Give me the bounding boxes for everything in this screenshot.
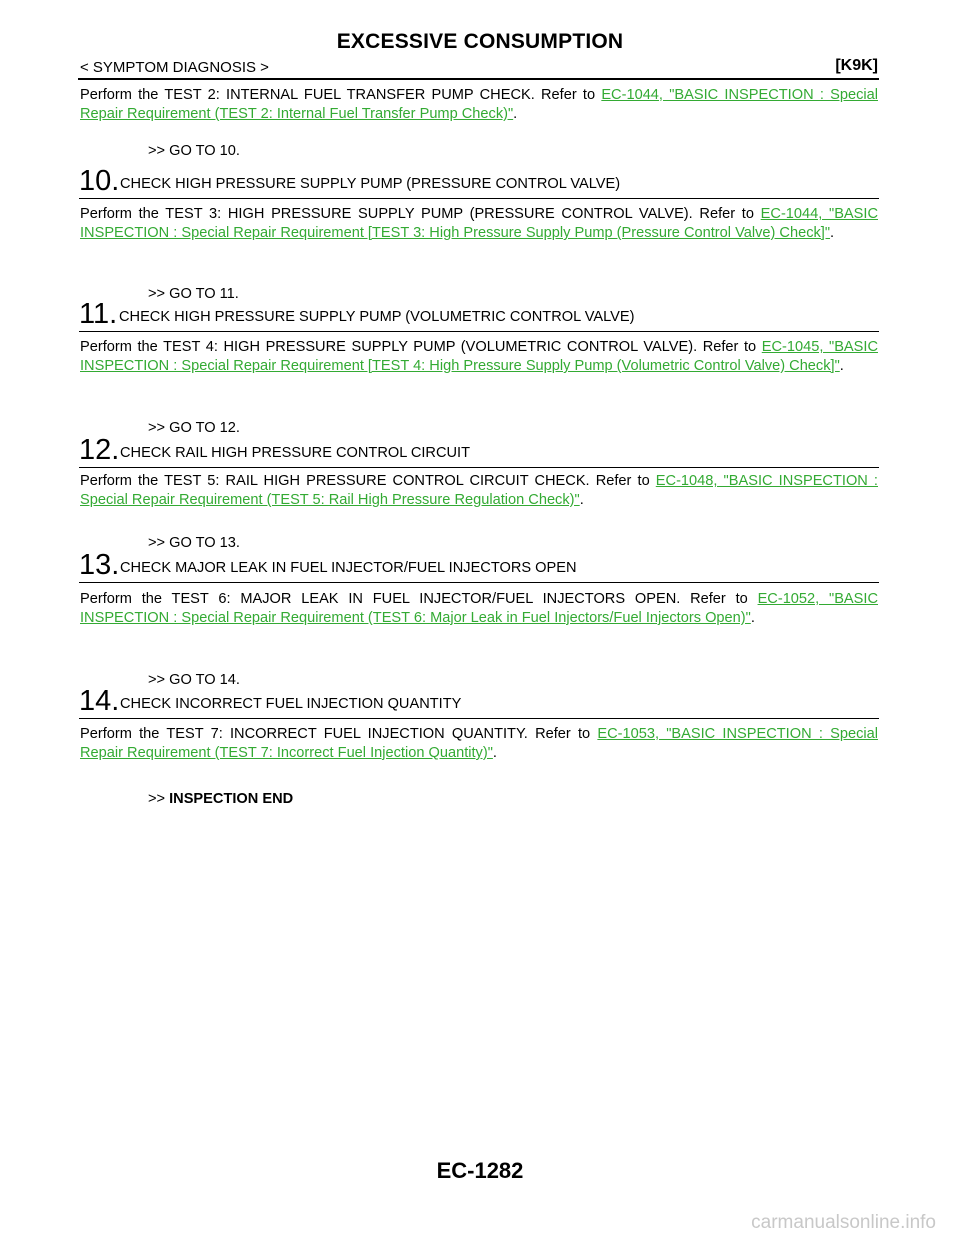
step-number: 12. bbox=[79, 434, 120, 466]
inspection-end-label: INSPECTION END bbox=[169, 791, 294, 807]
step-heading-10: 10. CHECK HIGH PRESSURE SUPPLY PUMP (PRE… bbox=[79, 165, 879, 199]
step-end: . bbox=[830, 225, 835, 241]
step-reference-link[interactable]: EC-1053, "BASIC INSPECTION : Special Rep… bbox=[80, 726, 878, 761]
step-heading-13: 13. CHECK MAJOR LEAK IN FUEL INJECTOR/FU… bbox=[79, 549, 879, 583]
goto-text: >> INSPECTION END bbox=[148, 791, 293, 807]
step-paragraph-11: Perform the TEST 4: HIGH PRESSURE SUPPLY… bbox=[80, 338, 878, 376]
step-number: 11. bbox=[79, 298, 118, 330]
step-number: 14. bbox=[79, 685, 120, 717]
step-title: CHECK HIGH PRESSURE SUPPLY PUMP (VOLUMET… bbox=[119, 309, 635, 325]
step-end: . bbox=[839, 358, 844, 374]
intro-paragraph: Perform the TEST 2: INTERNAL FUEL TRANSF… bbox=[80, 86, 878, 124]
goto-text: >> GO TO 13. bbox=[148, 535, 240, 551]
step-reference-link[interactable]: EC-1044, "BASIC INSPECTION : Special Rep… bbox=[80, 206, 878, 241]
step-paragraph-12: Perform the TEST 5: RAIL HIGH PRESSURE C… bbox=[80, 472, 878, 510]
step-text: Perform the TEST 5: RAIL HIGH PRESSURE C… bbox=[80, 473, 656, 489]
goto-text: >> GO TO 12. bbox=[148, 420, 240, 436]
intro-end: . bbox=[513, 106, 518, 122]
goto-prefix: >> bbox=[148, 791, 170, 807]
step-text: Perform the TEST 4: HIGH PRESSURE SUPPLY… bbox=[80, 339, 762, 355]
step-title: CHECK RAIL HIGH PRESSURE CONTROL CIRCUIT bbox=[120, 445, 471, 461]
step-number: 13. bbox=[79, 549, 120, 581]
step-heading-14: 14. CHECK INCORRECT FUEL INJECTION QUANT… bbox=[79, 685, 879, 719]
step-end: . bbox=[492, 745, 497, 761]
step-reference-link[interactable]: EC-1052, "BASIC INSPECTION : Special Rep… bbox=[80, 591, 878, 626]
step-heading-12: 12. CHECK RAIL HIGH PRESSURE CONTROL CIR… bbox=[79, 434, 879, 468]
step-text: Perform the TEST 6: MAJOR LEAK IN FUEL I… bbox=[80, 591, 758, 607]
intro-text: Perform the TEST 2: INTERNAL FUEL TRANSF… bbox=[80, 87, 602, 103]
intro-reference-link[interactable]: EC-1044, "BASIC INSPECTION : Special Rep… bbox=[80, 87, 878, 122]
page-number: EC-1282 bbox=[436, 1158, 524, 1183]
step-title: CHECK MAJOR LEAK IN FUEL INJECTOR/FUEL I… bbox=[120, 560, 577, 576]
step-title: CHECK HIGH PRESSURE SUPPLY PUMP (PRESSUR… bbox=[120, 176, 621, 192]
step-paragraph-14: Perform the TEST 7: INCORRECT FUEL INJEC… bbox=[80, 725, 878, 763]
section-label: < SYMPTOM DIAGNOSIS > bbox=[80, 59, 269, 76]
step-end: . bbox=[750, 610, 755, 626]
goto-text: >> GO TO 14. bbox=[148, 672, 240, 688]
step-end: . bbox=[579, 492, 584, 508]
step-paragraph-13: Perform the TEST 6: MAJOR LEAK IN FUEL I… bbox=[80, 590, 878, 628]
goto-text: >> GO TO 11. bbox=[148, 286, 239, 302]
header-divider bbox=[78, 78, 879, 80]
step-number: 10. bbox=[79, 165, 120, 197]
watermark: carmanualsonline.info bbox=[751, 1212, 936, 1233]
step-heading-11: 11. CHECK HIGH PRESSURE SUPPLY PUMP (VOL… bbox=[79, 298, 879, 332]
step-title: CHECK INCORRECT FUEL INJECTION QUANTITY bbox=[120, 696, 462, 712]
step-text: Perform the TEST 3: HIGH PRESSURE SUPPLY… bbox=[80, 206, 761, 222]
goto-text: >> GO TO 10. bbox=[148, 143, 240, 159]
step-reference-link[interactable]: EC-1045, "BASIC INSPECTION : Special Rep… bbox=[80, 339, 878, 374]
page-title: EXCESSIVE CONSUMPTION bbox=[336, 30, 624, 53]
engine-code: [K9K] bbox=[835, 57, 878, 74]
step-paragraph-10: Perform the TEST 3: HIGH PRESSURE SUPPLY… bbox=[80, 205, 878, 243]
step-text: Perform the TEST 7: INCORRECT FUEL INJEC… bbox=[80, 726, 598, 742]
step-reference-link[interactable]: EC-1048, "BASIC INSPECTION : Special Rep… bbox=[80, 473, 878, 508]
